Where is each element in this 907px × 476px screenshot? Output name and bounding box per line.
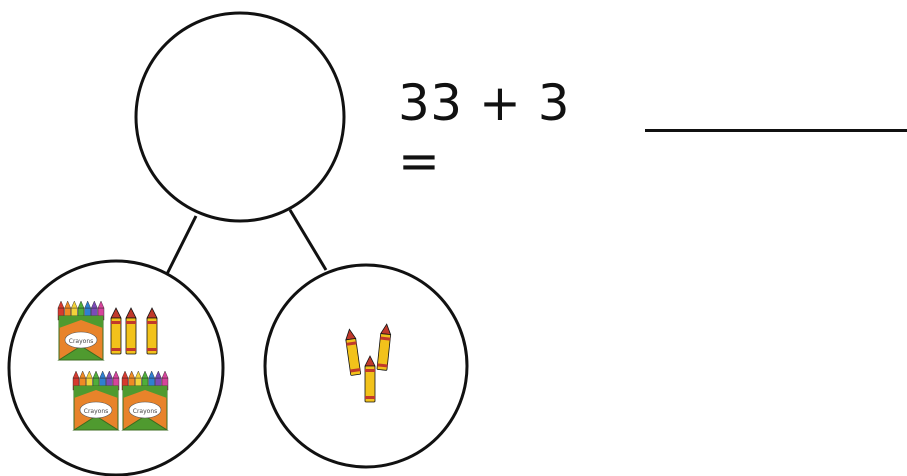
- crayon-box-3: [121, 370, 169, 431]
- crayon-point: [77, 300, 85, 309]
- crayon-point: [128, 370, 135, 379]
- crayon-point: [121, 370, 129, 379]
- loose-crayon-1: [110, 307, 122, 355]
- crayon-point: [141, 370, 149, 379]
- whole-circle: [134, 11, 346, 223]
- crayon-point: [135, 370, 142, 379]
- crayon-point: [86, 370, 93, 379]
- part-circle-left: [7, 259, 225, 476]
- crayon-point: [57, 300, 65, 309]
- crayon-point: [92, 370, 100, 379]
- crayon-point: [64, 300, 71, 309]
- crayon-point: [97, 300, 105, 309]
- crayon-point: [71, 300, 78, 309]
- addition-equation: 33 + 3 =: [398, 74, 907, 190]
- crayon-box-group-left: [57, 300, 169, 431]
- equation-text: 33 + 3 =: [398, 74, 571, 190]
- crayon-point: [161, 370, 169, 379]
- crayon-box-1: [57, 300, 105, 361]
- crayon-point: [155, 370, 162, 379]
- connector-line-left: [164, 215, 198, 277]
- crayon-point: [72, 370, 80, 379]
- crayon-point: [79, 370, 86, 379]
- crayon-tips: [121, 370, 169, 391]
- crayon-point: [112, 370, 120, 379]
- crayon-point: [106, 370, 113, 379]
- loose-crayon-2: [125, 307, 137, 355]
- crayon-point: [148, 370, 155, 379]
- crayon-tips: [72, 370, 120, 391]
- crayon-point: [84, 300, 91, 309]
- crayon-point: [91, 300, 98, 309]
- loose-crayon-3: [146, 307, 158, 355]
- connector-line-right: [288, 209, 328, 271]
- crayon-point: [99, 370, 106, 379]
- crayon-box-2: [72, 370, 120, 431]
- answer-blank[interactable]: [645, 74, 907, 132]
- loose-crayon-6: [364, 355, 376, 403]
